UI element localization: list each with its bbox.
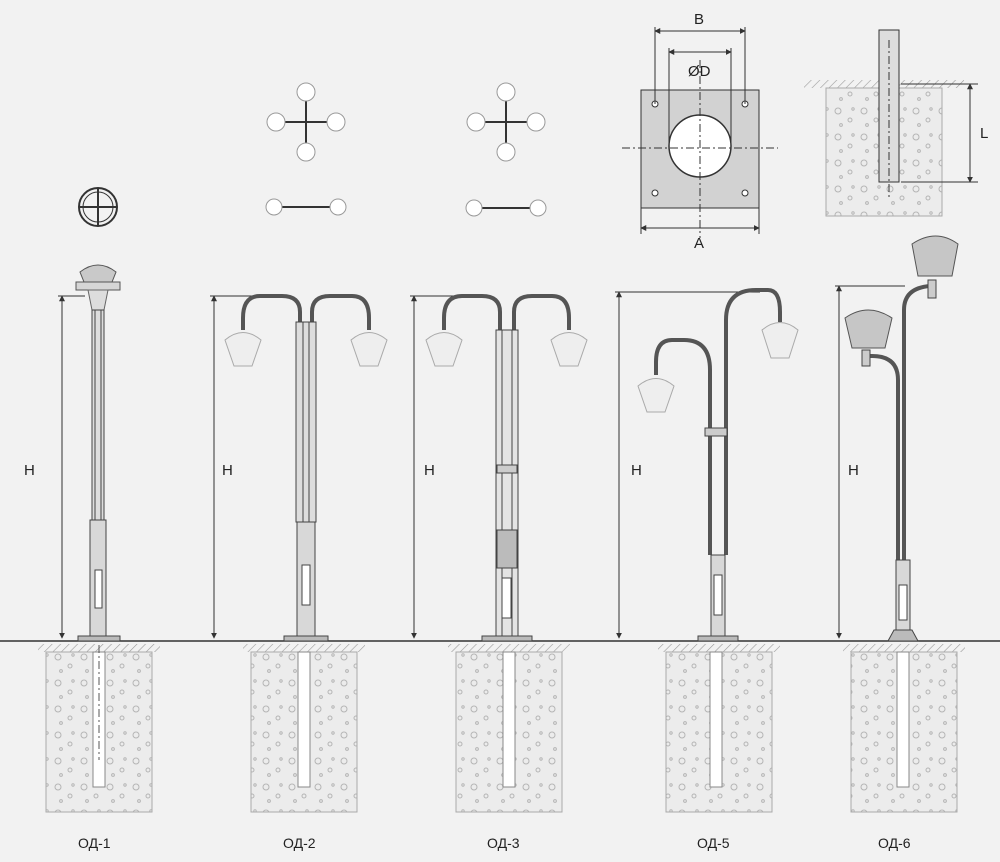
height-label-od-6: H — [848, 462, 859, 479]
height-label-od-2: H — [222, 462, 233, 479]
foundation-od-1 — [38, 644, 160, 813]
hole-diameter-label: ØD — [688, 63, 711, 80]
model-caption-od-2: ОД-2 — [283, 835, 316, 851]
model-caption-od-3: ОД-3 — [487, 835, 520, 851]
pole-od-1 — [58, 187, 121, 642]
foundation-od-2 — [243, 644, 365, 813]
lantern-od-2-left — [224, 332, 262, 367]
lantern-od-5-left — [637, 378, 675, 413]
foundation-od-6 — [843, 644, 965, 813]
pole-od-2 — [210, 82, 388, 642]
lantern-od-6-left — [844, 309, 893, 349]
embed-length-label: L — [980, 125, 988, 142]
pole-od-3 — [410, 82, 588, 642]
model-caption-od-6: ОД-6 — [878, 835, 911, 851]
lantern-od-3-right — [550, 332, 588, 367]
pole-od-5 — [615, 288, 799, 642]
height-label-od-5: H — [631, 462, 642, 479]
embedment-detail — [804, 29, 978, 217]
height-label-od-1: H — [24, 462, 35, 479]
lantern-od-5-right — [761, 322, 799, 359]
top-view-od-2 — [265, 82, 347, 216]
plate-width-a-label: A — [694, 235, 704, 252]
lantern-od-1 — [79, 264, 117, 283]
pole-od-6 — [835, 235, 959, 642]
lantern-od-2-right — [350, 332, 388, 367]
plate-width-b-label: B — [694, 11, 704, 28]
lantern-od-3-left — [425, 332, 463, 367]
lantern-od-6-top — [911, 235, 959, 277]
height-label-od-3: H — [424, 462, 435, 479]
model-caption-od-5: ОД-5 — [697, 835, 730, 851]
foundation-od-3 — [448, 644, 570, 813]
top-view-od-3 — [465, 82, 547, 217]
foundation-od-5 — [658, 644, 780, 813]
top-view-od-1 — [78, 187, 118, 227]
base-plate-detail — [622, 27, 778, 238]
model-caption-od-1: ОД-1 — [78, 835, 111, 851]
